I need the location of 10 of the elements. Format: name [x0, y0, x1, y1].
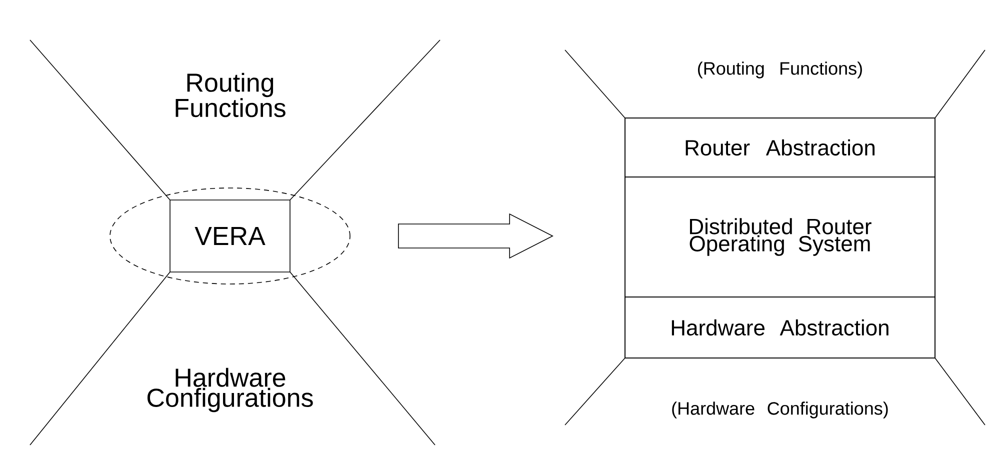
region-label: (Hardware Configurations)	[672, 402, 888, 418]
label-box: VERA	[170, 200, 290, 272]
region-label: Routing Functions	[176, 72, 286, 118]
layer-box: Distributed Router Operating System	[624, 176, 936, 298]
hollow-arrow	[398, 213, 554, 259]
layer-box: Router Abstraction	[624, 118, 936, 178]
layer-box: Hardware Abstraction	[624, 296, 936, 358]
dashed-ellipse	[110, 188, 350, 284]
region-label: (Routing Functions)	[698, 62, 862, 78]
region-label: Hardware Configurations	[148, 368, 313, 412]
